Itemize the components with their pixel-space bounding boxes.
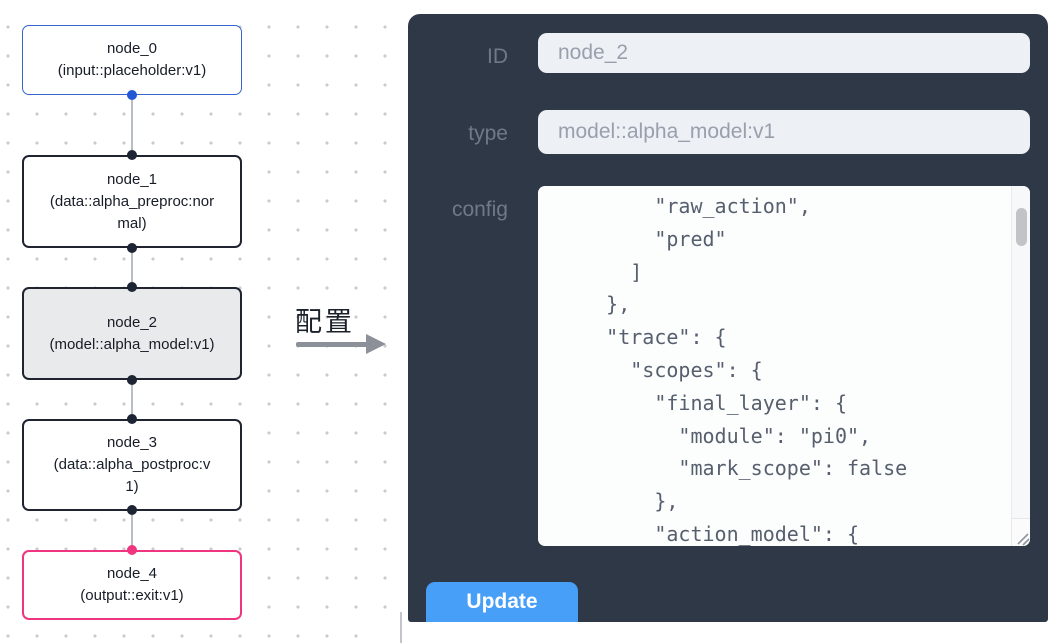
edge-node2-node3 [131,380,133,419]
transfer-arrow-icon [366,334,386,354]
node-label: node_3(data::alpha_postproc:v1) [53,434,211,495]
config-field-label: config [451,198,508,221]
edge-node1-node2 [131,248,133,287]
transfer-arrow-line [296,342,370,347]
node-config-panel: ID type config "raw_action", "pred" ] },… [408,14,1048,622]
config-scrollbar-thumb[interactable] [1015,208,1027,246]
canvas-margin [370,623,1062,643]
canvas-divider-line [400,612,402,643]
textarea-resize-handle-icon[interactable] [1011,518,1030,546]
id-field-label: ID [487,45,508,68]
port-node2-input[interactable] [127,282,137,292]
port-node1-input[interactable] [127,150,137,160]
port-node1-output[interactable] [127,243,137,253]
node-node_0[interactable]: node_0(input::placeholder:v1) [22,25,242,95]
config-scrollbar-track[interactable] [1011,186,1030,546]
node-node_4[interactable]: node_4(output::exit:v1) [22,550,242,620]
type-input[interactable] [538,110,1030,154]
update-button[interactable]: Update [426,582,578,622]
port-node3-output[interactable] [127,505,137,515]
edge-node3-node4 [131,511,133,550]
port-node0-output[interactable] [127,90,137,100]
node-node_2-selected[interactable]: node_2(model::alpha_model:v1) [22,287,242,380]
config-json-text[interactable]: "raw_action", "pred" ] }, "trace": { "sc… [606,194,908,546]
node-label: node_2(model::alpha_model:v1) [49,313,215,353]
port-node4-input[interactable] [127,545,137,555]
node-label: node_1(data::alpha_preproc:normal) [49,170,215,232]
config-textarea[interactable]: "raw_action", "pred" ] }, "trace": { "sc… [538,186,1030,546]
node-node_1[interactable]: node_1(data::alpha_preproc:normal) [22,155,242,248]
transfer-annotation-label: 配置 [295,307,355,337]
port-node2-output[interactable] [127,375,137,385]
node-label: node_0(input::placeholder:v1) [57,40,207,79]
port-node3-input[interactable] [127,414,137,424]
node-label: node_4(output::exit:v1) [80,565,184,604]
edge-node0-node1 [131,95,133,155]
id-input[interactable] [538,33,1030,73]
canvas-margin [1050,14,1062,623]
type-field-label: type [468,122,508,145]
node-node_3[interactable]: node_3(data::alpha_postproc:v1) [22,419,242,511]
